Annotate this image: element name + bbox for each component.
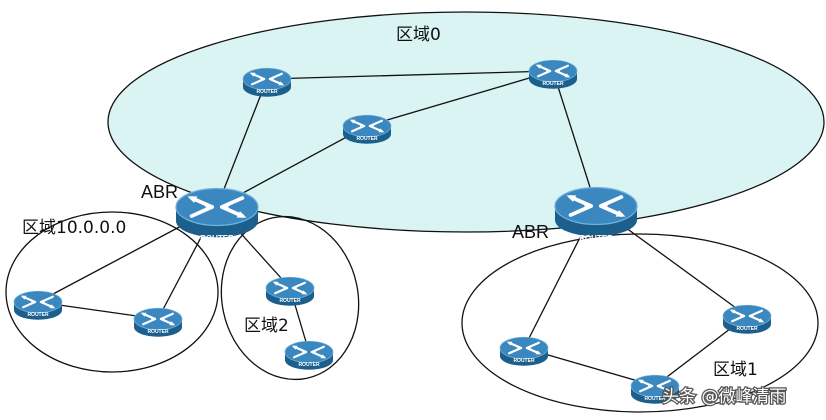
link-a0tr-abrr — [552, 70, 597, 207]
abr-right-router — [555, 188, 637, 237]
router-a10-left-label: ROUTER — [27, 312, 49, 318]
router-a0-mid-label: ROUTER — [356, 136, 378, 142]
abr-left-router — [176, 189, 258, 238]
router-a2-bottom-label: ROUTER — [298, 362, 320, 368]
area0-ellipse — [107, 11, 825, 233]
link-a0tl-a0tr — [266, 70, 554, 80]
abr-right-label: ABR — [512, 222, 549, 242]
area-10-label: 区域10.0.0.0 — [22, 218, 126, 238]
router-a1-right-label: ROUTER — [736, 326, 758, 332]
router-a10-right-label: ROUTER — [147, 329, 169, 335]
router-a0-top-left-label: ROUTER — [256, 89, 278, 95]
router-a1-left-label: ROUTER — [513, 358, 535, 364]
abr-left-label: ABR — [141, 182, 178, 202]
link-a0tr-a0mid — [366, 70, 554, 127]
link-a0tl-abrl — [216, 78, 268, 208]
area1-ellipse — [461, 233, 819, 413]
router-a0-top-right-label: ROUTER — [542, 81, 564, 87]
svg-text:头条 @微峰清雨: 头条 @微峰清雨 — [662, 387, 786, 407]
watermark: 头条 @微峰清雨 — [661, 386, 788, 409]
area2-label: 区域2 — [244, 316, 289, 336]
router-a2-top-label: ROUTER — [279, 298, 301, 304]
area1-label: 区域1 — [713, 360, 758, 380]
area2-ellipse — [220, 215, 360, 381]
area-10-ellipse — [5, 211, 219, 373]
abr-left-device-text: ROUTER — [200, 234, 234, 243]
abr-right-device-text: ROUTER — [579, 234, 613, 243]
router-a1-bottom-label: ROUTER — [644, 396, 666, 402]
area0-label: 区域0 — [396, 25, 441, 45]
